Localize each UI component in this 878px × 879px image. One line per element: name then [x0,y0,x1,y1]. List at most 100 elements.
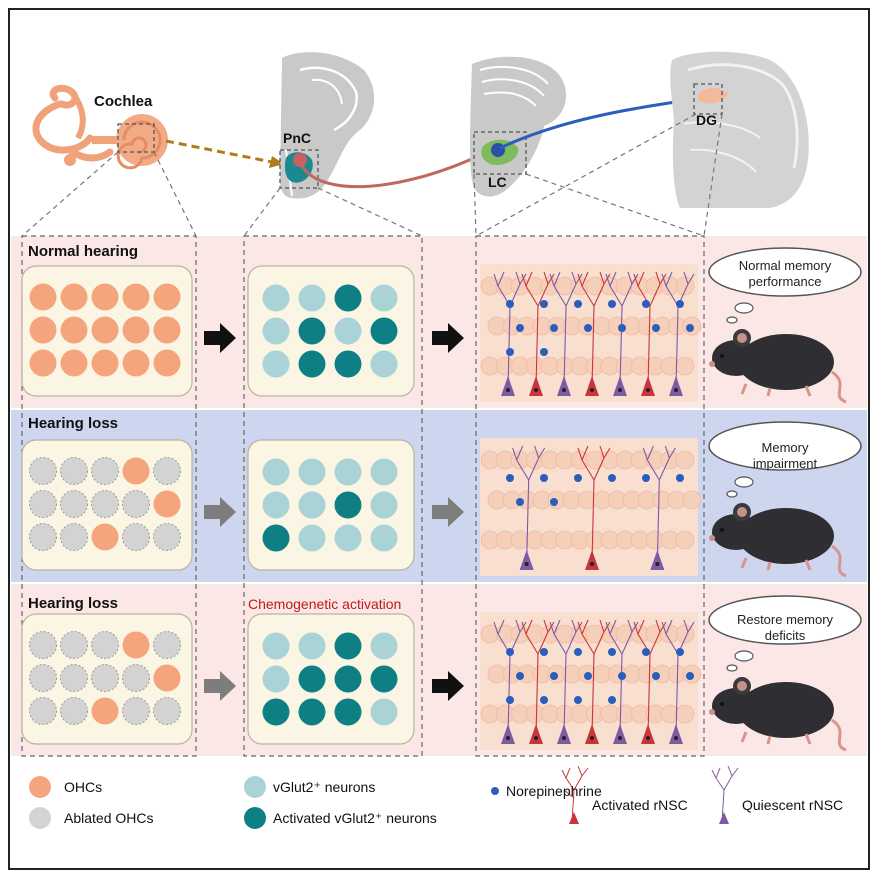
norepinephrine-dot [608,696,616,704]
vglut-neuron [298,632,326,660]
activated-vglut-neuron [370,317,398,345]
granule-cell [682,490,702,510]
ohc-cell [153,349,181,377]
ablated-ohc-cell [153,457,181,485]
chemogenetic-activation-note: Chemogenetic activation [248,596,402,612]
activated-vglut-neuron [298,317,326,345]
legend-quiescent-rnsc: Quiescent rNSC [742,797,844,813]
row-title-normal-hearing: Normal hearing [28,243,139,260]
norepinephrine-dot [584,672,592,680]
granule-cell [675,624,695,644]
norepinephrine-dot [540,696,548,704]
activated-vglut-neuron [334,665,362,693]
norepinephrine-dot [652,324,660,332]
legend-ablated-ohcs: Ablated OHCs [64,810,154,826]
ablated-ohc-cell [60,523,88,551]
activated-vglut-neuron [298,665,326,693]
norepinephrine-dot [584,324,592,332]
vglut-neuron [262,317,290,345]
legend-ablated-swatch [29,807,51,829]
ohc-cell [153,316,181,344]
vglut-column-frame [243,235,423,757]
ablated-ohc-cell [29,457,57,485]
ohc-cell [91,697,119,725]
activated-vglut-neuron [262,524,290,552]
norepinephrine-dot [686,672,694,680]
ablated-ohc-cell [29,631,57,659]
ohc-cell [91,349,119,377]
process-arrow [204,323,236,353]
thought-bubble-dot [726,490,738,498]
ohc-cell [29,283,57,311]
legend-activated-vglut-swatch [244,807,266,829]
activated-vglut-neuron [334,698,362,726]
activated-rnsc-cell [633,271,667,396]
process-arrow [204,497,236,527]
ohc-cell [91,283,119,311]
granule-cell [675,530,695,550]
vglut-neuron [370,284,398,312]
process-arrow [432,323,464,353]
norepinephrine-dot [506,474,514,482]
legend-ohc-swatch [29,776,51,798]
ablated-ohc-cell [60,490,88,518]
norepinephrine-dot [608,300,616,308]
vglut-neuron [298,458,326,486]
process-arrow [204,671,236,701]
thought-bubble-dot [726,664,738,672]
quiescent-rnsc-cell [549,271,583,396]
ablated-ohc-cell [153,631,181,659]
activated-vglut-neuron [262,698,290,726]
legend-symbols [29,765,739,829]
lc-label: LC [488,174,507,190]
norepinephrine-dot [574,696,582,704]
activated-vglut-neuron [334,284,362,312]
activated-rnsc-cell [633,619,667,744]
activated-rnsc-cell [577,271,611,396]
ohc-cell [122,457,150,485]
vglut-neuron [370,698,398,726]
norepinephrine-dot [540,348,548,356]
thought-bubble [708,421,862,471]
pnc-to-lc-axon [298,148,493,189]
row-title-hearing-loss: Hearing loss [28,415,119,432]
quiescent-rnsc-cell [493,619,527,744]
ablated-ohc-cell [29,697,57,725]
ohc-cell [29,316,57,344]
granule-cell [675,356,695,376]
vglut-neuron [370,524,398,552]
vglut-neuron [334,458,362,486]
ohc-cell [122,316,150,344]
ablated-ohc-cell [153,697,181,725]
ohc-cell [29,349,57,377]
norepinephrine-dot [676,474,684,482]
norepinephrine-dot [540,474,548,482]
thought-line: Restore memory [736,612,834,627]
ablated-ohc-cell [91,631,119,659]
thought-bubble-dot [734,476,754,488]
ablated-ohc-cell [122,664,150,692]
ohc-cell [60,316,88,344]
ablated-ohc-cell [122,523,150,551]
norepinephrine-dot [550,498,558,506]
activated-vglut-neuron [334,632,362,660]
activated-rnsc-cell [577,619,611,744]
thought-bubble-dot [734,650,754,662]
vglut-neuron [298,524,326,552]
vglut-neuron [370,350,398,378]
vglut-neuron [262,458,290,486]
activated-vglut-neuron [334,491,362,519]
quiescent-rnsc-cell [642,445,676,570]
process-arrow [432,671,464,701]
legend-activated-rnsc: Activated rNSC [592,797,688,813]
dg-label: DG [696,112,717,128]
ohc-panels [21,265,193,745]
activated-rnsc-cell [577,445,611,570]
norepinephrine-dot [540,300,548,308]
thought-bubble-dot [726,316,738,324]
norepinephrine-dot [608,474,616,482]
legend-norepinephrine-dot [491,787,499,795]
norepinephrine-dot [618,672,626,680]
